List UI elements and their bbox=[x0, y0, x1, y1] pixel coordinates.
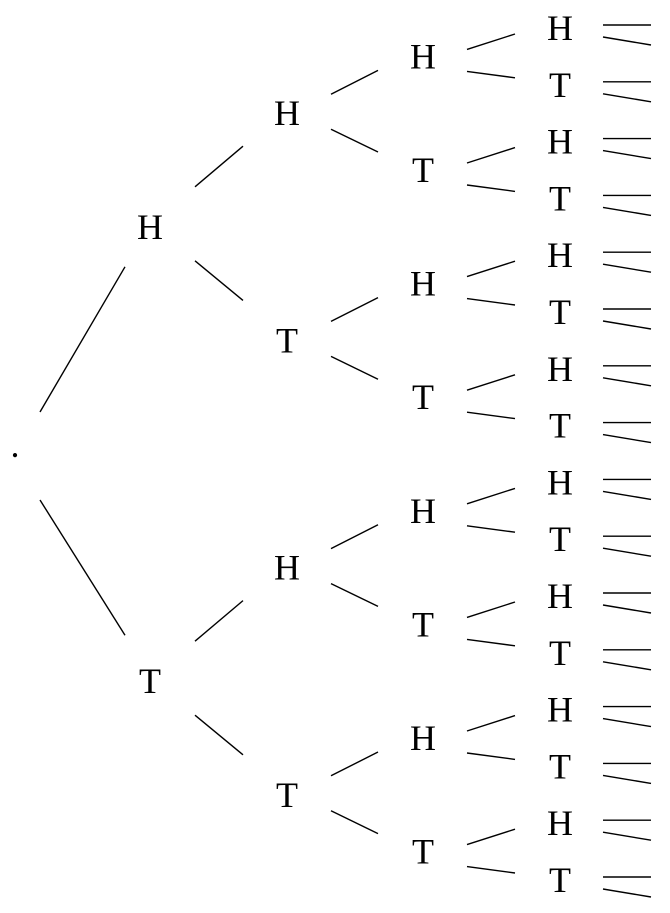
node-heads: H bbox=[547, 803, 573, 843]
node-heads: H bbox=[410, 718, 436, 758]
node-heads: H bbox=[137, 207, 163, 247]
branch-line bbox=[39, 499, 126, 636]
branch-line bbox=[466, 70, 516, 79]
node-tails: T bbox=[412, 150, 434, 190]
node-tails: T bbox=[549, 292, 571, 332]
node-tails: T bbox=[549, 406, 571, 446]
node-tails: T bbox=[412, 832, 434, 872]
node-heads: H bbox=[547, 576, 573, 616]
node-tails: T bbox=[276, 320, 298, 360]
branch-line bbox=[466, 146, 516, 164]
branch-line bbox=[466, 714, 516, 732]
branch-line bbox=[466, 752, 516, 761]
trailing-branch-line bbox=[602, 604, 652, 614]
branch-line bbox=[330, 810, 379, 835]
trailing-branch-line bbox=[602, 831, 652, 841]
branch-line bbox=[466, 865, 516, 874]
node-tails: T bbox=[549, 746, 571, 786]
trailing-branch-line bbox=[602, 36, 652, 46]
branch-line bbox=[330, 355, 379, 380]
branch-line bbox=[194, 260, 244, 301]
branch-line bbox=[330, 69, 379, 95]
node-heads: H bbox=[410, 36, 436, 76]
trailing-branches bbox=[602, 24, 652, 898]
branch-line bbox=[194, 714, 244, 756]
root-node: . bbox=[11, 425, 20, 465]
branch-line bbox=[194, 145, 244, 188]
node-tails: T bbox=[549, 860, 571, 900]
node-tails: T bbox=[549, 633, 571, 673]
node-heads: H bbox=[547, 122, 573, 162]
trailing-branch-line bbox=[602, 661, 652, 671]
branch-line bbox=[466, 487, 516, 505]
branch-line bbox=[330, 524, 379, 550]
node-tails: T bbox=[549, 178, 571, 218]
node-heads: H bbox=[547, 235, 573, 275]
branch-line bbox=[330, 582, 379, 608]
node-tails: T bbox=[549, 519, 571, 559]
branch-line bbox=[330, 751, 379, 777]
branch-line bbox=[39, 266, 126, 413]
branch-line bbox=[330, 128, 379, 153]
trailing-branch-line bbox=[602, 717, 652, 728]
trailing-branch-line bbox=[602, 490, 652, 501]
node-heads: H bbox=[274, 93, 300, 133]
branch-line bbox=[466, 828, 516, 846]
node-heads: H bbox=[547, 349, 573, 389]
branch-line bbox=[466, 33, 516, 51]
node-heads: H bbox=[547, 462, 573, 502]
trailing-branch-line bbox=[602, 149, 652, 160]
branch-line bbox=[466, 525, 516, 533]
trailing-branch-line bbox=[602, 263, 652, 273]
branch-line bbox=[466, 638, 516, 647]
tree-edges bbox=[39, 33, 516, 874]
trailing-branch-line bbox=[602, 547, 652, 557]
branch-line bbox=[466, 184, 516, 193]
node-heads: H bbox=[410, 264, 436, 304]
trailing-branch-line bbox=[602, 888, 652, 898]
node-heads: H bbox=[547, 690, 573, 730]
branch-line bbox=[194, 600, 244, 642]
trailing-branch-line bbox=[602, 377, 652, 387]
node-tails: T bbox=[549, 65, 571, 105]
node-tails: T bbox=[412, 604, 434, 644]
branch-line bbox=[466, 601, 516, 619]
trailing-branch-line bbox=[602, 320, 652, 330]
branch-line bbox=[466, 411, 516, 420]
branch-line bbox=[466, 260, 516, 278]
branch-line bbox=[466, 374, 516, 391]
node-tails: T bbox=[139, 661, 161, 701]
node-tails: T bbox=[412, 377, 434, 417]
branch-line bbox=[330, 296, 379, 323]
trailing-branch-line bbox=[602, 774, 652, 785]
branch-line bbox=[466, 297, 516, 306]
node-tails: T bbox=[276, 775, 298, 815]
node-heads: H bbox=[547, 8, 573, 48]
node-heads: H bbox=[274, 548, 300, 588]
trailing-branch-line bbox=[602, 206, 652, 217]
node-heads: H bbox=[410, 491, 436, 531]
trailing-branch-line bbox=[602, 433, 652, 444]
trailing-branch-line bbox=[602, 93, 652, 103]
